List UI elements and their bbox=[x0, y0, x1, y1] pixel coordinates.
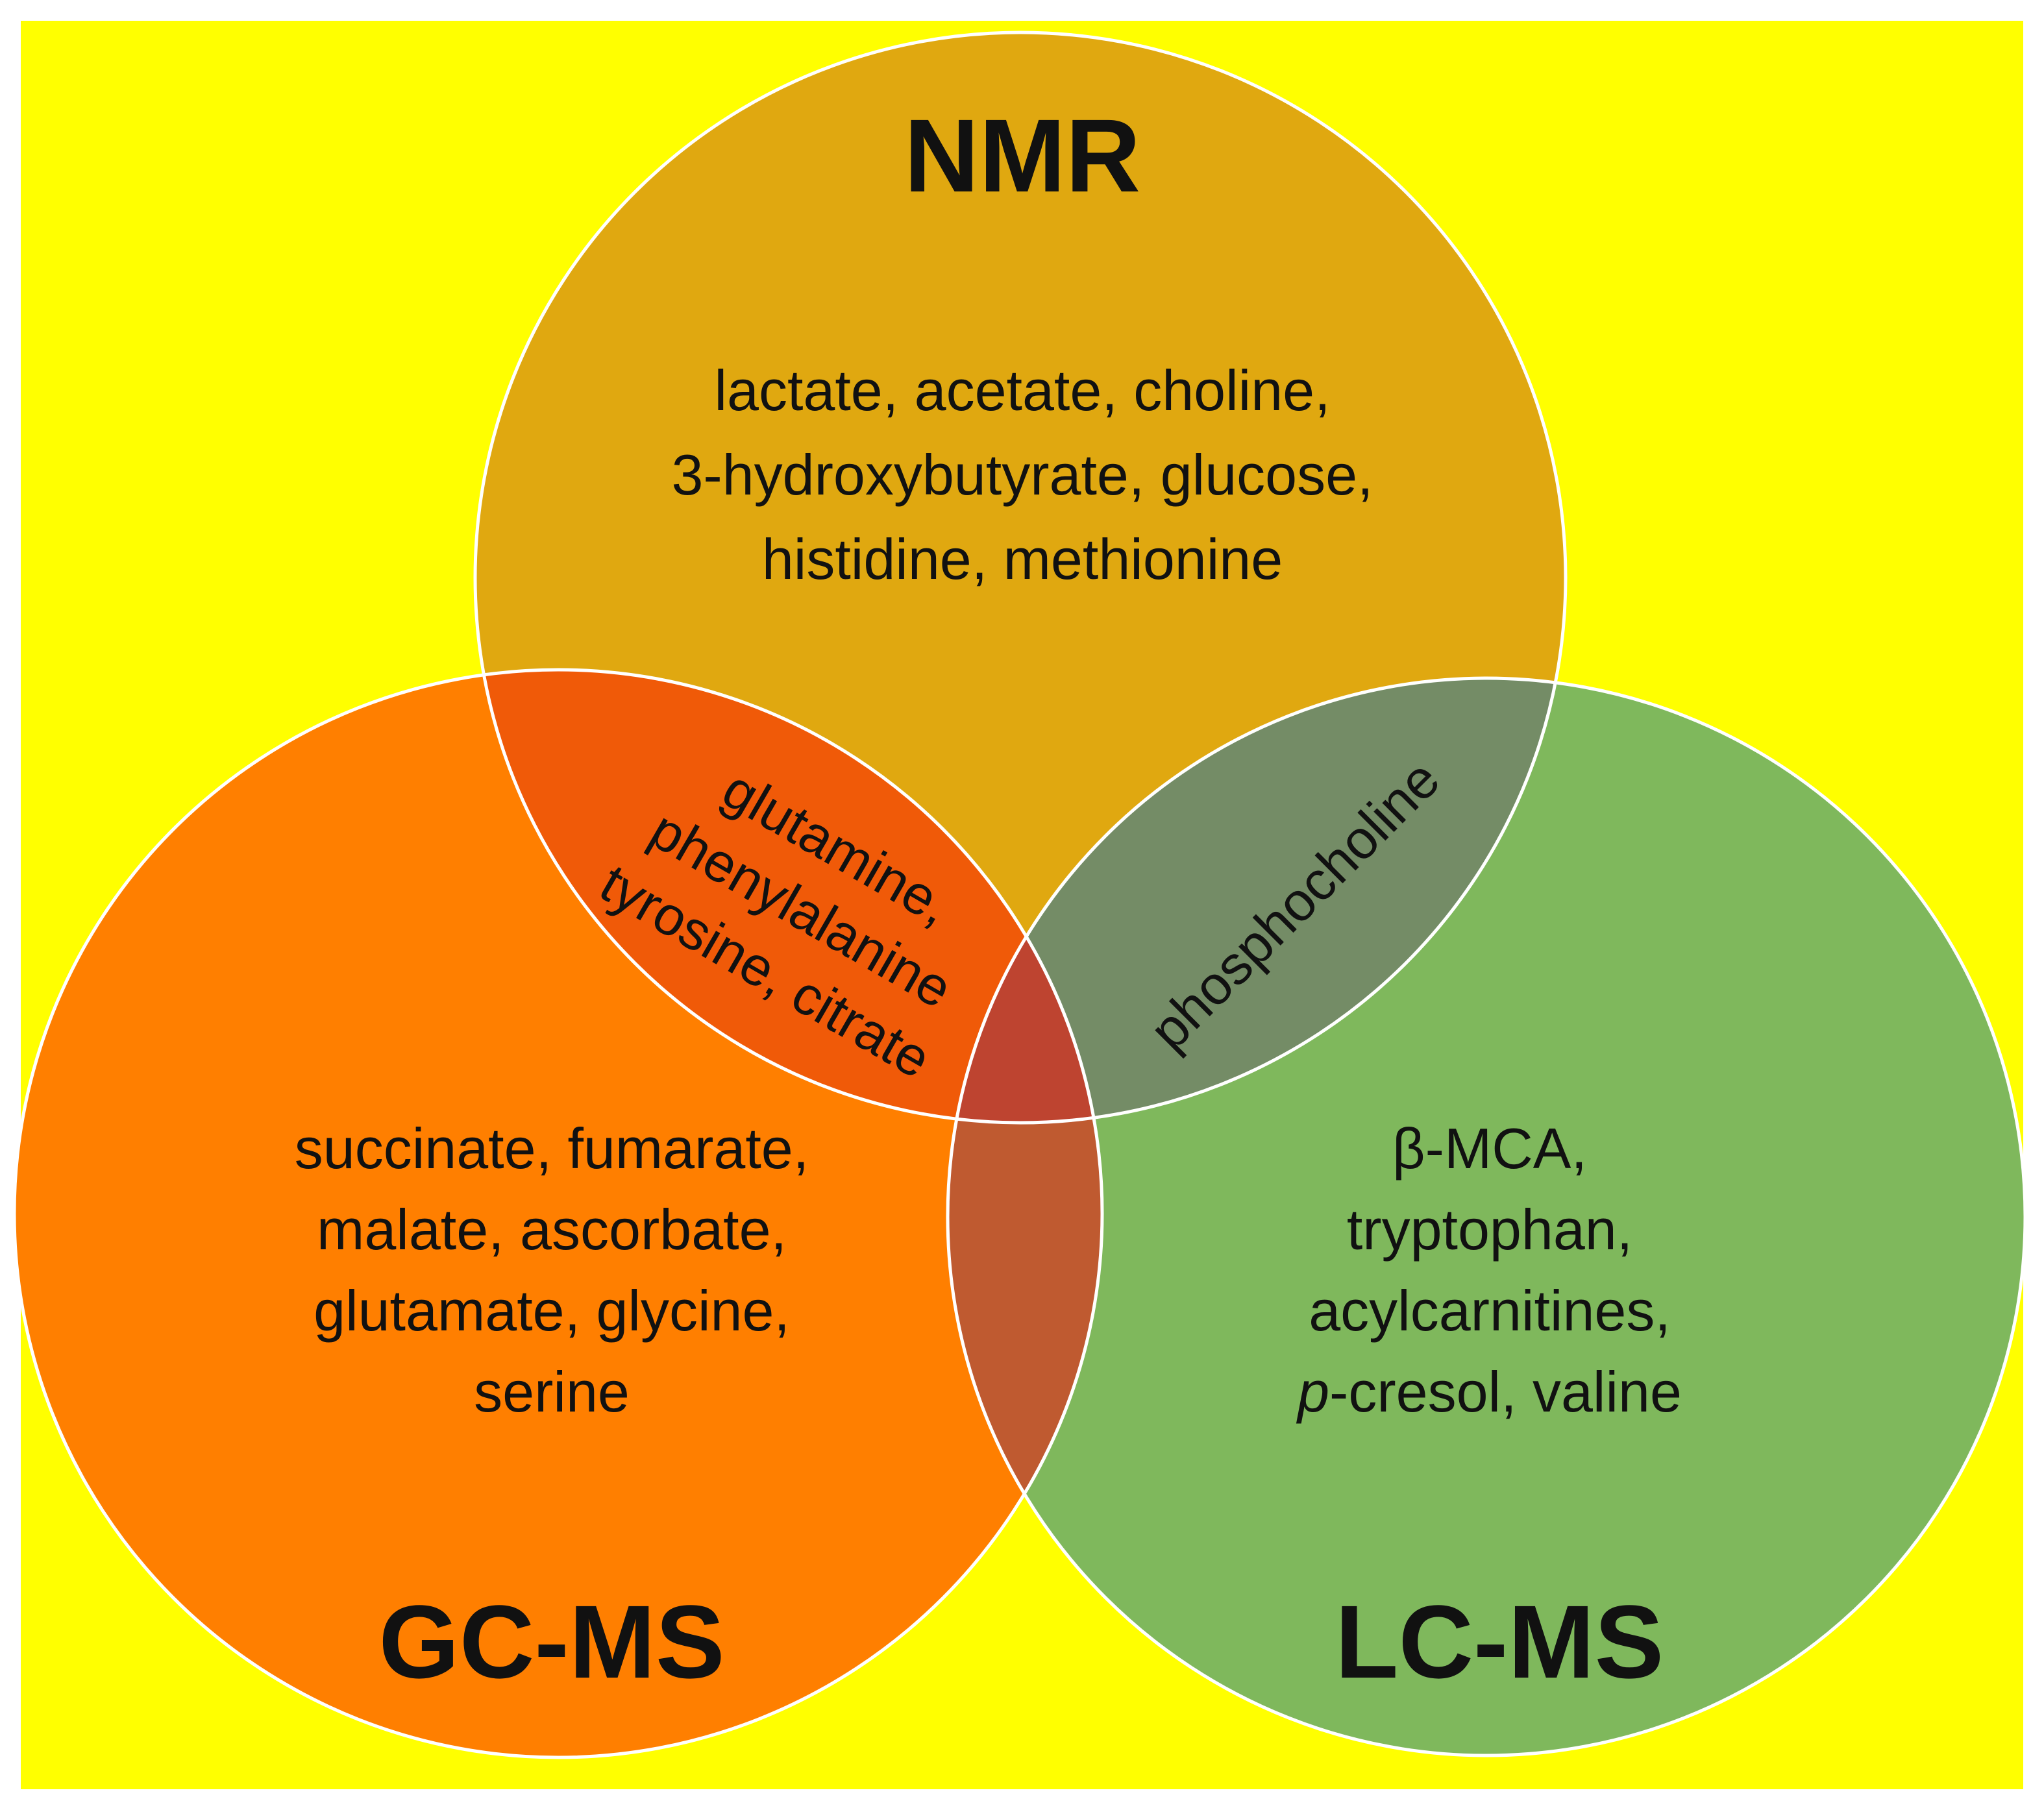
lcms-cresol-valine: cresol, valine bbox=[1348, 1360, 1682, 1424]
nmr-gcms-overlap bbox=[475, 670, 1102, 1123]
gcms-label: GC-MS bbox=[378, 1584, 724, 1700]
prefix-joiner: - bbox=[1329, 1360, 1348, 1424]
lcms-metabolite-line: p-cresol, valine bbox=[1296, 1360, 1682, 1424]
nmr-outline bbox=[473, 31, 1568, 1125]
gcms-metabolite-list: succinate, fumarate, malate, ascorbate, … bbox=[295, 1116, 809, 1424]
nmr-metabolite-list: lactate, acetate, choline, 3-hydroxybuty… bbox=[671, 358, 1373, 591]
nmr-label: NMR bbox=[904, 97, 1140, 214]
lcms-label: LC-MS bbox=[1335, 1584, 1664, 1700]
nmr-metabolite-line: histidine, methionine bbox=[762, 527, 1283, 591]
nmr-metabolite-line: lactate, acetate, choline, bbox=[714, 358, 1330, 422]
italic-p-prefix: p bbox=[1296, 1360, 1329, 1424]
lcms-metabolite-line: acylcarnitines, bbox=[1309, 1278, 1671, 1343]
lcms-outline bbox=[946, 676, 2027, 1757]
nmr-lcms-overlap bbox=[948, 678, 1566, 1123]
gcms-metabolite-line: glutamate, glycine, bbox=[314, 1278, 790, 1343]
gcms-metabolite-line: serine bbox=[474, 1360, 630, 1424]
lcms-metabolite-list: β-MCA, tryptophan, acylcarnitines, p-cre… bbox=[1296, 1116, 1682, 1424]
gcms-metabolite-line: succinate, fumarate, bbox=[295, 1116, 809, 1180]
gcms-outline bbox=[12, 668, 1104, 1759]
lcms-metabolite-line: β-MCA, bbox=[1392, 1116, 1587, 1180]
gcms-metabolite-line: malate, ascorbate, bbox=[317, 1197, 787, 1262]
nmr-metabolite-line: 3-hydroxybutyrate, glucose, bbox=[671, 443, 1373, 507]
lcms-metabolite-line: tryptophan, bbox=[1347, 1197, 1632, 1262]
